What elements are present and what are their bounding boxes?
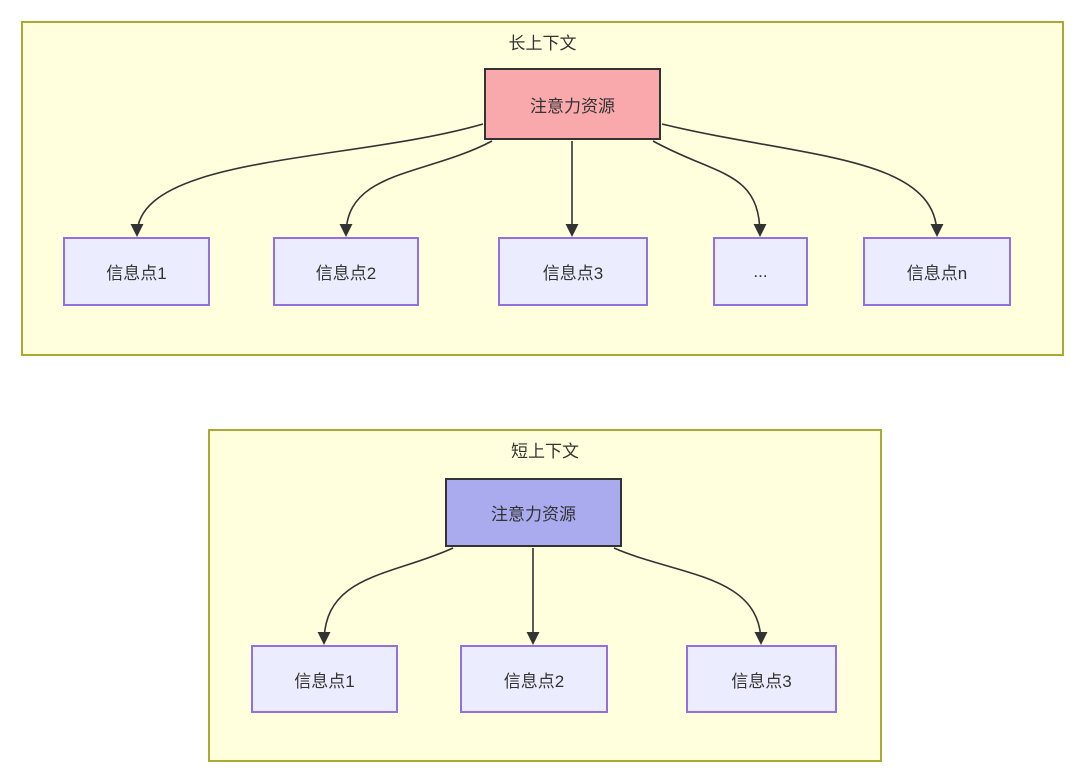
long-info-node-1: 信息点1 xyxy=(63,237,210,306)
long-attention-resource-box: 注意力资源 xyxy=(484,68,661,140)
short-context-title: 短上下文 xyxy=(511,442,579,461)
long-info-node-3: 信息点3 xyxy=(498,237,648,306)
long-info-node-2: 信息点2 xyxy=(273,237,419,306)
long-info-node-n: 信息点n xyxy=(863,237,1011,306)
long-info-node-ellipsis: ... xyxy=(713,237,808,306)
short-info-node-1: 信息点1 xyxy=(251,645,398,713)
short-info-node-3: 信息点3 xyxy=(686,645,837,713)
short-info-node-2: 信息点2 xyxy=(460,645,608,713)
long-context-title: 长上下文 xyxy=(508,34,577,53)
short-attention-resource-box: 注意力资源 xyxy=(445,478,622,547)
